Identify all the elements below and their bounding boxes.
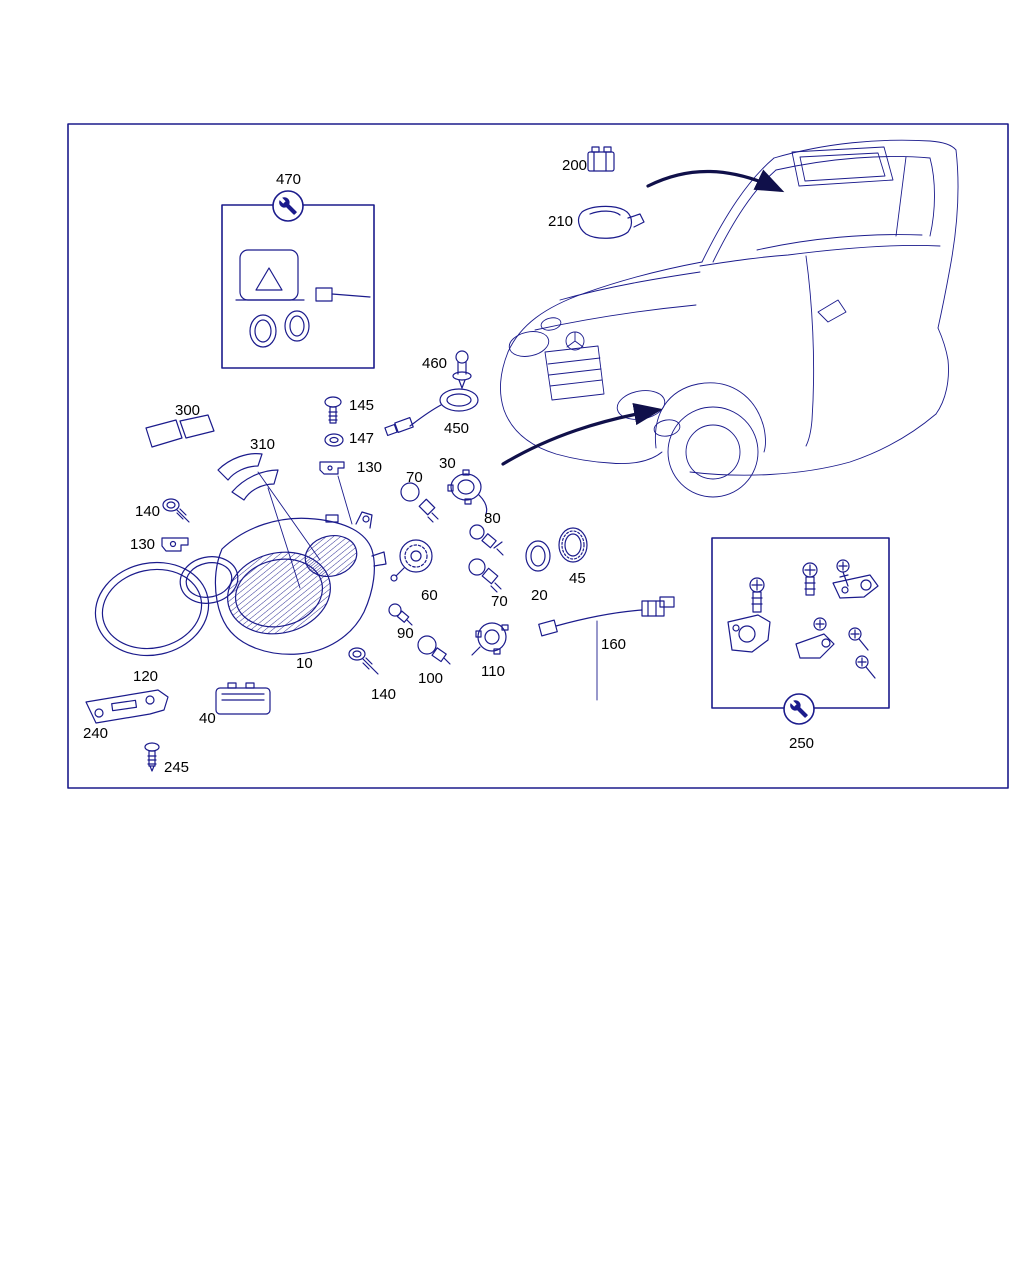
part-label-40: 40 <box>199 710 216 727</box>
car-illustration <box>500 139 959 498</box>
part-label-10: 10 <box>296 655 313 672</box>
part-label-450: 450 <box>444 420 470 437</box>
pointer-arrows <box>501 169 785 466</box>
part-label-130-a: 130 <box>357 459 383 476</box>
part-label-20: 20 <box>531 587 548 604</box>
part-label-120: 120 <box>133 668 159 685</box>
part-label-80: 80 <box>484 510 501 527</box>
part-label-160: 160 <box>601 636 627 653</box>
part-label-30: 30 <box>439 455 456 472</box>
part-label-147: 147 <box>349 430 375 447</box>
part-label-60: 60 <box>421 587 438 604</box>
part-label-240: 240 <box>83 725 109 742</box>
kit-box-470 <box>221 190 375 369</box>
part-210-cover-drawing <box>577 205 645 239</box>
part-40-module-drawing <box>215 682 271 715</box>
part-200-sensor-drawing <box>587 146 615 172</box>
part-70b-bulb-drawing <box>468 558 502 593</box>
part-20-ring-drawing <box>525 540 551 572</box>
part-label-90: 90 <box>397 625 414 642</box>
part-45-ring-drawing <box>558 527 588 563</box>
part-147-washer-drawing <box>324 433 344 447</box>
part-label-45: 45 <box>569 570 586 587</box>
part-450-ring-drawing <box>384 388 479 437</box>
part-110-socket-drawing <box>471 622 509 656</box>
part-160-harness-drawing <box>538 596 675 701</box>
part-label-140-b: 140 <box>371 686 397 703</box>
part-label-470: 470 <box>276 171 302 188</box>
part-80-bulb-drawing <box>469 524 504 556</box>
part-label-70-b: 70 <box>491 593 508 610</box>
diagram-frame <box>67 123 1009 789</box>
part-140b-screw-drawing <box>348 647 379 675</box>
part-label-110: 110 <box>481 663 505 680</box>
part-label-245: 245 <box>164 759 190 776</box>
part-label-300: 300 <box>175 402 201 419</box>
part-245-screw-drawing <box>144 742 160 772</box>
part-460-bolt-drawing <box>452 350 472 389</box>
kit-box-250 <box>711 537 890 725</box>
part-120-seal-drawing <box>94 556 239 657</box>
part-140a-screw-drawing <box>162 498 190 523</box>
part-240-bracket-drawing <box>85 689 169 724</box>
part-label-460: 460 <box>422 355 448 372</box>
part-label-210: 210 <box>548 213 574 230</box>
part-label-145: 145 <box>349 397 375 414</box>
arrow-to-headlamp <box>501 403 663 466</box>
part-130-clip-drawing <box>319 461 353 525</box>
part-90-bulb-drawing <box>388 603 413 626</box>
part-70a-bulb-drawing <box>400 482 439 523</box>
part-130b-clip-drawing <box>161 537 189 552</box>
part-145-screw-drawing <box>324 396 342 424</box>
arrow-to-roof <box>646 169 785 193</box>
part-30-socket-drawing <box>447 469 488 515</box>
part-label-100: 100 <box>418 670 444 687</box>
part-label-130-b: 130 <box>130 536 156 553</box>
part-label-310: 310 <box>250 436 276 453</box>
part-label-70-a: 70 <box>406 469 423 486</box>
part-label-140-a: 140 <box>135 503 161 520</box>
part-label-250: 250 <box>789 735 815 752</box>
part-300-pads-drawing <box>145 414 215 448</box>
part-10-headlamp-drawing <box>214 511 387 655</box>
part-label-200: 200 <box>562 157 588 174</box>
part-60-adjuster-drawing <box>390 539 433 582</box>
part-100-bulb-drawing <box>417 635 451 665</box>
